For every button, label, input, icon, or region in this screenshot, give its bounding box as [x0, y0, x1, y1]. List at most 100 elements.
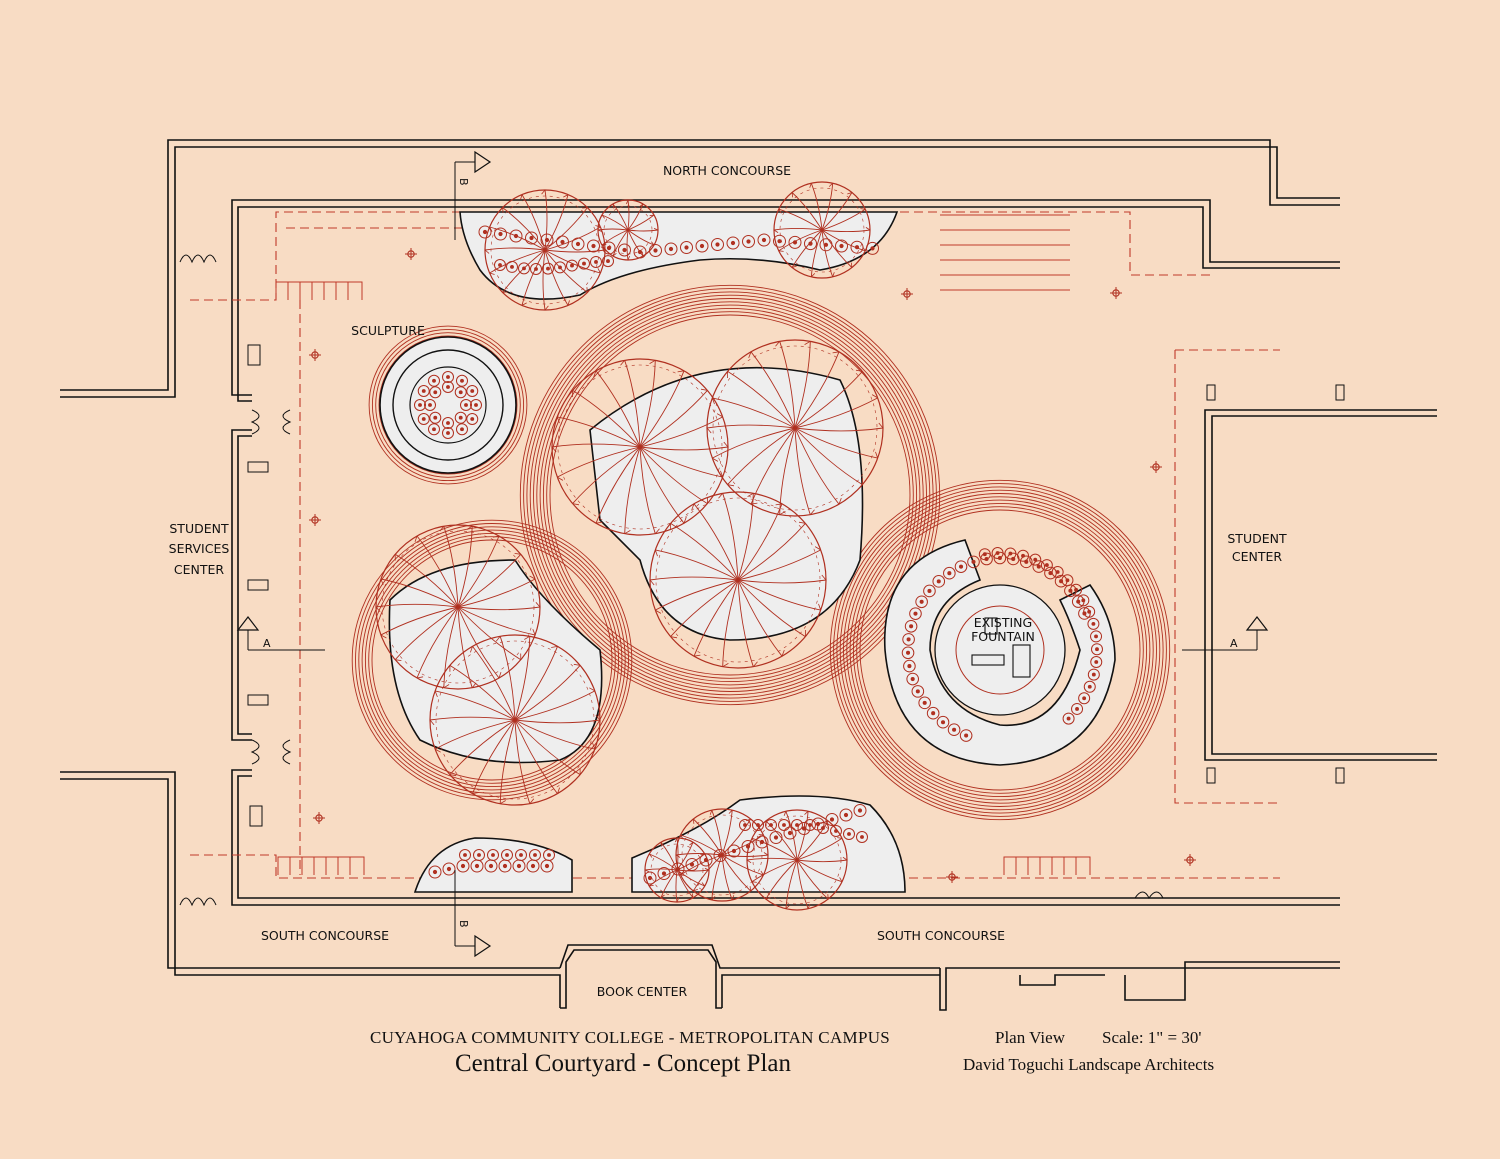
paving-edge-lines: [190, 211, 1280, 879]
shrub: [649, 244, 662, 257]
shrub: [494, 227, 507, 241]
shrub: [456, 423, 468, 436]
shrub: [943, 566, 956, 580]
shrub: [428, 423, 440, 436]
shrub: [501, 849, 513, 861]
tree-canopy: [375, 524, 541, 690]
light-fixture-icon: [1184, 854, 1196, 866]
shrub: [685, 858, 699, 871]
shrub: [742, 235, 755, 248]
title-block: CUYAHOGA COMMUNITY COLLEGE - METROPOLITA…: [370, 1028, 1214, 1077]
svg-text:A: A: [1230, 637, 1238, 650]
shrub: [587, 239, 600, 253]
shrub: [1083, 605, 1096, 618]
shrub: [804, 819, 816, 831]
concentric-ring-patterns: [351, 284, 1171, 821]
shrub: [1017, 549, 1030, 562]
shrub: [1077, 594, 1090, 607]
shrub: [752, 819, 764, 831]
student-services-label-3: CENTER: [174, 562, 225, 577]
shrub: [1083, 680, 1096, 693]
shrub: [788, 235, 802, 249]
shrub: [835, 239, 848, 253]
tree-canopies: [375, 181, 884, 911]
light-fixture-icon: [901, 288, 913, 300]
shrub: [424, 399, 436, 411]
light-fixture-icon: [946, 871, 958, 883]
shrub: [991, 547, 1004, 560]
shrub: [711, 238, 724, 251]
shrub: [454, 386, 467, 399]
shrub: [819, 238, 833, 252]
north-concourse-label: NORTH CONCOURSE: [663, 163, 791, 178]
shrub: [1071, 702, 1084, 715]
shrub: [741, 840, 755, 853]
shrub: [915, 595, 928, 609]
shrub: [442, 381, 454, 393]
tree-canopy: [675, 808, 769, 902]
shrub: [542, 262, 554, 275]
existing-fountain-label-2: FOUNTAIN: [971, 629, 1035, 644]
shrub: [643, 871, 657, 885]
shrub: [765, 819, 777, 831]
shrub: [839, 808, 853, 822]
shrub: [459, 849, 471, 861]
shrub: [695, 239, 709, 253]
shrub: [633, 245, 647, 259]
shrub: [442, 417, 454, 429]
shrub: [429, 386, 442, 399]
shrub: [470, 399, 482, 411]
shrub: [947, 723, 961, 737]
shrub: [1032, 560, 1046, 573]
tree-canopy: [649, 491, 827, 669]
shrub: [1004, 547, 1017, 560]
south-concourse-right-label: SOUTH CONCOURSE: [877, 928, 1005, 943]
shrub: [442, 371, 454, 383]
view-type: Plan View: [995, 1028, 1066, 1047]
south-west-planter: [413, 837, 573, 893]
shrub: [804, 237, 817, 251]
shrub: [529, 849, 541, 861]
section-a-left-marker: A: [236, 616, 325, 651]
tree-canopy: [429, 634, 601, 806]
shrub: [602, 241, 616, 255]
shrub: [903, 659, 916, 673]
shrub: [487, 849, 499, 861]
shrub: [853, 804, 867, 817]
shrub: [571, 237, 585, 251]
shrub: [525, 231, 538, 245]
shrub: [739, 819, 751, 831]
shrub: [530, 262, 542, 275]
north-planter: [459, 211, 899, 300]
shrub: [1061, 574, 1074, 587]
shrub: [1087, 668, 1100, 681]
shrub: [556, 235, 569, 249]
shrub: [1051, 565, 1064, 578]
shrub: [699, 853, 713, 867]
shrub: [850, 240, 864, 254]
section-b-bottom-marker: B: [454, 870, 492, 958]
shrub: [918, 696, 931, 710]
shrub: [543, 849, 555, 861]
shrub: [1029, 553, 1042, 566]
shrub: [460, 399, 472, 411]
shrub-masses: [414, 225, 1103, 885]
shrub: [540, 233, 554, 247]
light-fixture-icon: [313, 812, 325, 824]
shrub: [554, 261, 566, 274]
shrub: [657, 867, 671, 880]
shrub: [1062, 712, 1075, 725]
student-center-label-2: CENTER: [1232, 549, 1283, 564]
shrub: [727, 844, 741, 858]
shrub: [1040, 559, 1053, 572]
shrub: [978, 548, 991, 561]
south-east-planter: [631, 795, 906, 893]
shrub: [454, 411, 467, 424]
shrub: [590, 255, 602, 268]
shrub: [769, 831, 783, 844]
tree-canopy: [706, 339, 884, 517]
sculpture-label: SCULPTURE: [351, 323, 425, 338]
shrub: [1087, 617, 1100, 630]
section-a-right-marker: A: [1182, 616, 1269, 651]
